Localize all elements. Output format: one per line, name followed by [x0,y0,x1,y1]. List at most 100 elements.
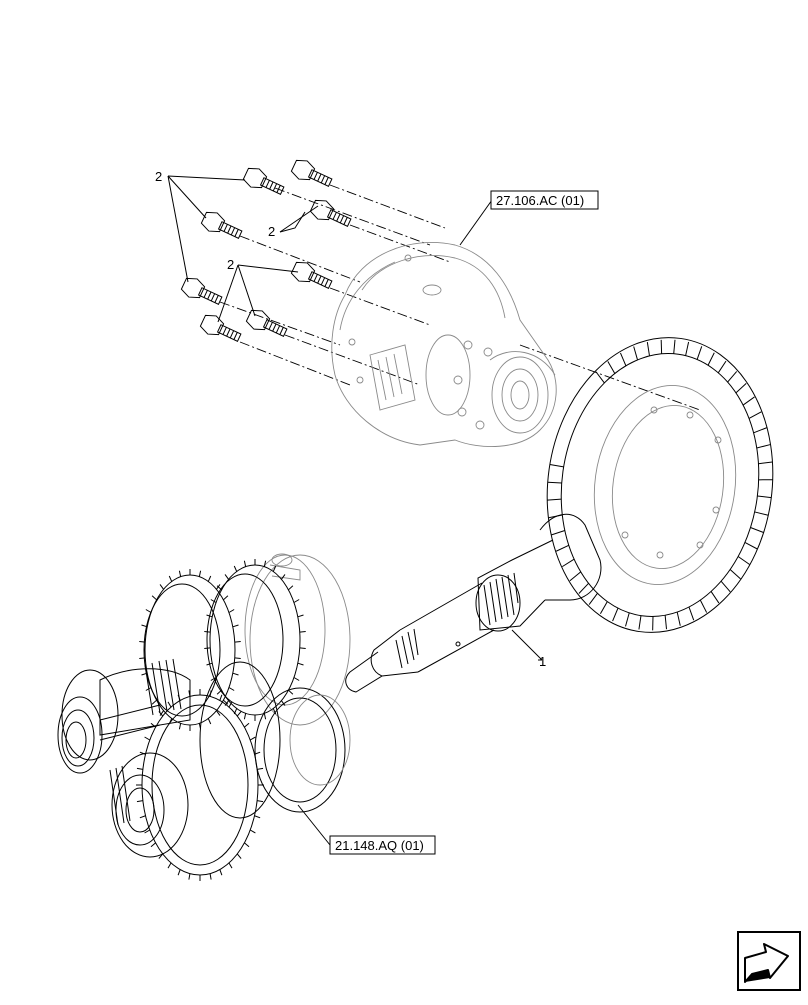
gear-tooth [754,428,767,433]
gear-tooth [223,596,227,600]
gear-tooth [139,642,145,643]
crown-wheel[interactable] [528,323,791,647]
gear-tooth [139,658,145,659]
reference-gearset-label: 21.148.AQ (01) [335,838,424,853]
gear-tooth [736,383,746,392]
gear-tooth [743,397,754,405]
gear-tooth [146,610,151,613]
gear-tooth [234,566,236,571]
gear-tooth [697,346,702,359]
gear-tooth [237,711,241,716]
gear-tooth [140,816,146,818]
gear-tooth [137,768,143,769]
pinion-shaft[interactable] [346,514,601,692]
gear-tooth [556,545,569,551]
gear-tooth [288,690,292,694]
gear-tooth [300,632,306,633]
bolt[interactable] [199,312,244,347]
gear-tooth [257,768,263,769]
reference-gearset[interactable]: 21.148.AQ (01) [330,836,435,854]
gear-tooth [179,723,180,729]
gear-tooth [294,678,299,681]
gear-tooth [264,713,265,719]
gear-tooth [250,830,255,833]
gear-tooth [204,632,210,633]
bolt[interactable] [242,165,287,200]
gear-tooth [152,596,156,600]
gear-tooth [235,642,241,643]
gear-tooth [233,625,239,627]
gear-tooth [169,576,171,581]
gear-tooth [677,612,680,626]
gear-tooth [204,648,210,649]
gear-tooth [718,361,726,373]
gear-tooth [562,559,574,566]
gear-tooth [613,608,618,621]
gear-tooth [600,602,607,614]
gear-tooth [244,843,249,847]
gear-tooth [229,688,234,691]
gear-tooth [686,342,689,356]
gear-tooth [626,613,630,626]
gear-tooth [225,574,229,579]
gear-tooth [210,690,211,696]
gear-tooth [596,372,604,383]
gear-tooth [168,702,171,707]
gear-tooth [728,371,737,382]
gear-tooth [145,737,150,740]
gear-tooth [721,581,730,592]
gear-tooth [639,616,641,630]
gear-tooth [755,512,769,515]
bolt[interactable] [245,307,290,342]
gear-tooth [220,870,222,876]
gear-tooth [548,482,562,483]
differential-case[interactable] [332,242,556,446]
gear-tooth [208,576,210,581]
reference-differential[interactable]: 27.106.AC (01) [491,191,598,209]
gear-tooth [750,528,763,533]
gear-tooth [220,695,222,701]
gear-tooth [300,648,306,649]
gear-tooth [244,723,249,727]
gear-tooth [199,571,200,577]
gear-tooth [620,353,625,366]
gear-tooth [237,854,241,859]
gear-tooth [757,445,771,448]
gear-tooth [647,342,649,356]
callout-leaders [168,176,492,845]
gear-tooth [745,542,757,549]
gear-tooth [229,863,232,868]
gear-tooth [217,690,221,694]
gear-tooth [608,361,615,373]
bolt[interactable] [200,209,245,244]
gear-tooth [178,870,180,876]
next-page-arrow-icon[interactable] [738,932,800,990]
gear-tooth [229,610,234,613]
gear-tooth [758,462,772,464]
gear-tooth [298,615,304,617]
gear-tooth [757,496,771,498]
gear-tooth [738,556,749,564]
gear-tooth [749,412,761,419]
gear-tooth [233,673,239,675]
gear-tooth [552,531,565,535]
gear-tooth [281,574,285,579]
callout-item-2-top: 2 [155,169,162,184]
gear-tooth [708,353,714,366]
gear-tooth [137,801,143,802]
callout-item-1: 1 [539,654,546,669]
gear-tooth [579,583,589,593]
bolt[interactable] [290,157,335,192]
bolt[interactable] [180,275,225,310]
gear-tooth [550,464,564,466]
transmission-gear-cluster[interactable] [58,554,350,881]
gear-tooth [244,561,245,567]
gear-tooth [294,600,299,603]
callout-item-2-lower: 2 [227,257,234,272]
gear-tooth [264,561,265,567]
gear-tooth [152,700,156,704]
gear-tooth [255,816,261,818]
gear-tooth [160,584,164,589]
callout-item-2-middle: 2 [268,224,275,239]
